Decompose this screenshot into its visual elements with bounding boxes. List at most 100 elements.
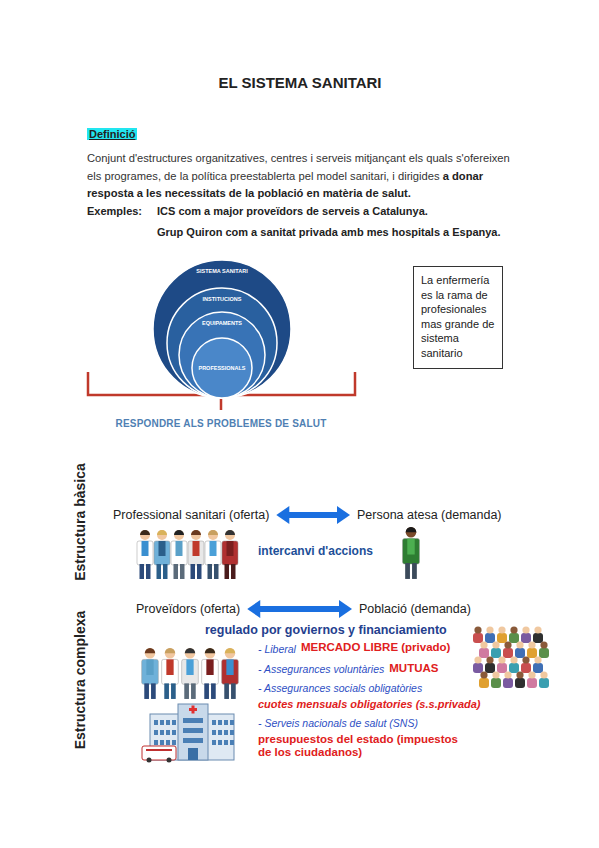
window — [183, 728, 203, 733]
node-text: Proveïdors (oferta) — [136, 602, 240, 616]
coat — [171, 541, 187, 565]
list-item: - Assegurances socials obligatòries — [258, 682, 422, 694]
crowd-body — [509, 663, 519, 673]
person-figure — [403, 527, 420, 579]
coat — [202, 659, 219, 684]
example-text: Grup Quiron com a sanitat privada amb me… — [157, 226, 501, 238]
outer-circle: SISTEMA SANITARIINSTITUCIONSEQUIPAMENTSP… — [152, 259, 292, 399]
leg — [197, 564, 202, 579]
double-arrow — [276, 506, 350, 524]
shirt — [159, 541, 166, 556]
crowd-body — [485, 633, 495, 643]
red-cross — [192, 706, 195, 714]
crowd-body — [533, 633, 543, 643]
crowd-body — [485, 663, 495, 673]
crowd-head — [474, 626, 481, 633]
head — [145, 648, 155, 658]
crowd-head — [522, 656, 529, 663]
crowd-head — [534, 656, 541, 663]
window — [154, 720, 158, 725]
crowd-body — [503, 678, 513, 688]
person-figure — [142, 648, 159, 699]
shirt — [193, 541, 200, 556]
wheel — [167, 758, 172, 763]
window — [230, 740, 234, 745]
list-item: - Liberal — [258, 643, 296, 655]
window — [183, 738, 203, 743]
hair — [140, 530, 150, 535]
exchange-label: intercanvi d'accions — [258, 544, 373, 558]
head — [205, 648, 215, 658]
crowd-body — [497, 633, 507, 643]
role-label: Persona atesa (demanda) — [354, 506, 505, 524]
hair — [157, 530, 167, 535]
crowd-head — [528, 641, 535, 648]
leg — [163, 564, 168, 579]
node-text: Persona atesa (demanda) — [357, 508, 502, 522]
person-figure — [137, 530, 153, 579]
leg — [191, 683, 196, 699]
window — [160, 720, 164, 725]
hair — [174, 530, 184, 535]
hair — [208, 530, 218, 535]
head — [225, 648, 235, 658]
circle-fill — [167, 288, 277, 398]
crowd-head — [492, 641, 499, 648]
node-text: Població (demanda) — [359, 602, 471, 616]
arrow-head — [276, 506, 289, 524]
crowd-body — [527, 678, 537, 688]
section-heading: Definició — [87, 128, 137, 140]
examples-label: Exemples: — [87, 205, 142, 217]
crowd-body — [533, 663, 543, 673]
crowd-head — [480, 641, 487, 648]
crowd-head — [534, 626, 541, 633]
coat — [188, 541, 204, 565]
ambulance — [142, 746, 176, 760]
node-text: La enfermería es la rama de profesionale… — [421, 273, 495, 360]
arrow-shaft — [259, 606, 340, 612]
definition-paragraph: Conjunt d'estructures organitzatives, ce… — [87, 150, 517, 203]
leg — [157, 564, 162, 579]
person-figure — [202, 648, 219, 699]
section-side-label: Estructura complexa — [72, 611, 88, 750]
coat — [182, 659, 199, 684]
leg — [231, 683, 236, 699]
window — [166, 740, 170, 745]
crowd-figure — [473, 626, 549, 688]
leg — [146, 564, 151, 579]
leg — [225, 564, 230, 579]
crowd-body — [473, 663, 483, 673]
hair — [406, 527, 417, 532]
window — [154, 740, 158, 745]
crowd-head — [486, 626, 493, 633]
coat — [162, 659, 179, 684]
role-label: Població (demanda) — [356, 600, 474, 618]
circle-label: EQUIPAMENTS — [178, 320, 266, 326]
person-figure — [154, 530, 170, 579]
crowd-head — [504, 641, 511, 648]
window — [166, 730, 170, 735]
hospital-figure — [142, 704, 234, 763]
window — [230, 730, 234, 735]
crowd-head — [480, 671, 487, 678]
leg — [211, 683, 216, 699]
shirt — [176, 541, 183, 556]
head — [165, 648, 175, 658]
head — [140, 530, 150, 540]
shirt — [227, 541, 234, 556]
person-figure — [171, 530, 187, 579]
hair — [185, 648, 195, 653]
leg — [171, 683, 176, 699]
door — [188, 748, 198, 760]
coat — [222, 659, 239, 684]
crowd-body — [521, 663, 531, 673]
red-note: cuotes mensuals obligatories (s.s.privad… — [258, 698, 481, 710]
crowd-head — [540, 671, 547, 678]
crowd-body — [539, 648, 549, 658]
window — [154, 730, 158, 735]
head — [174, 530, 184, 540]
coat — [137, 541, 153, 565]
leg — [174, 564, 179, 579]
circle-label: PROFESSIONALS — [191, 365, 253, 371]
